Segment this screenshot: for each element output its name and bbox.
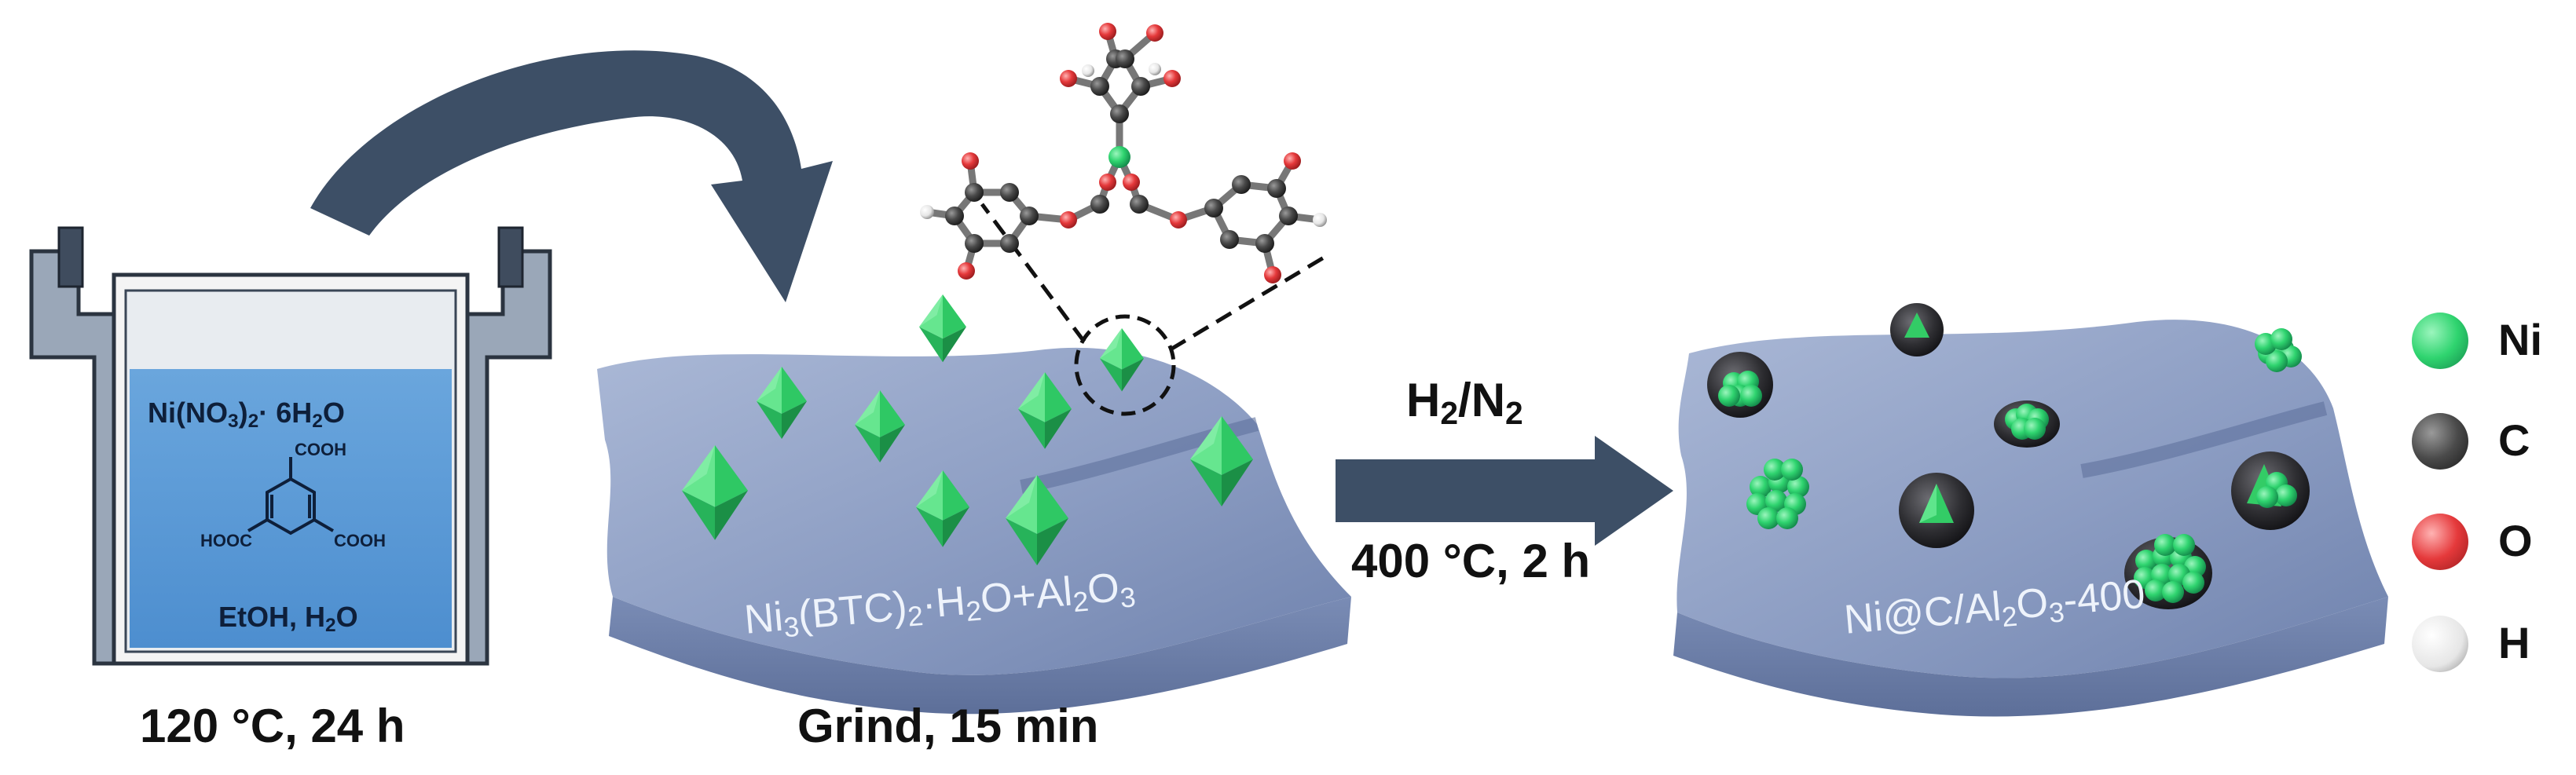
legend-c: C xyxy=(2404,407,2561,477)
autoclave xyxy=(29,226,552,666)
cooh-right: COOH xyxy=(334,531,386,550)
precursor-part-a: Ni xyxy=(742,594,786,643)
legend-ni: Ni xyxy=(2404,306,2561,377)
solvent-part: EtOH, H xyxy=(218,601,326,633)
grind-condition: Grind, 15 min xyxy=(797,699,1098,753)
metal-salt-sub2: 2 xyxy=(247,411,259,433)
transfer-arrow xyxy=(310,50,833,302)
precursor-part-b: (BTC) xyxy=(796,583,909,638)
pyrolysis-condition: 400 °C, 2 h xyxy=(1351,534,1590,588)
linker-cooh-right: COOH xyxy=(334,531,386,551)
metal-salt-tail: O xyxy=(322,397,345,429)
legend-ni-label: Ni xyxy=(2498,315,2542,364)
h-atom-icon xyxy=(2412,616,2468,672)
reactor-metal-salt: Ni(NO3)2· 6H2O xyxy=(148,397,345,433)
o-atom-icon xyxy=(2412,514,2468,570)
solvent-tail: O xyxy=(335,601,358,633)
legend-h-label: H xyxy=(2498,618,2530,667)
linker-cooh-top: COOH xyxy=(295,440,346,460)
molecule-model xyxy=(920,23,1327,283)
solvothermal-condition: 120 °C, 24 h xyxy=(140,699,405,753)
grind-text: Grind, 15 min xyxy=(797,700,1099,752)
condition-text: 120 °C, 24 h xyxy=(140,700,405,752)
reduction-arrow xyxy=(1336,436,1673,546)
cooh-top: COOH xyxy=(295,440,346,459)
zoom-indicator xyxy=(980,203,1329,416)
product-part-b: O xyxy=(2014,579,2050,628)
metal-salt-mid: ) xyxy=(238,397,248,429)
ni-atom-icon xyxy=(2412,313,2468,369)
btc-structure-icon xyxy=(247,457,335,536)
hooc-left: HOOC xyxy=(200,531,252,550)
core-shell-particles xyxy=(1707,303,2310,609)
legend-o-label: O xyxy=(2498,516,2533,565)
precursor-sub-e: 3 xyxy=(1119,582,1138,614)
metal-salt-end: · 6H xyxy=(258,397,313,429)
gas-sub1: 2 xyxy=(1440,395,1459,432)
legend-h: H xyxy=(2404,609,2561,680)
metal-salt-part: Ni(NO xyxy=(148,397,228,429)
pyrolysis-text: 400 °C, 2 h xyxy=(1351,535,1591,587)
precursor-part-c: ·H xyxy=(920,578,968,627)
legend-o: O xyxy=(2404,507,2561,578)
precursor-part-d: O+Al xyxy=(978,568,1075,623)
solvent-label: EtOH, H2O xyxy=(218,601,358,637)
product-support-plate xyxy=(1673,320,2388,717)
metal-salt-sub1: 3 xyxy=(228,411,239,433)
product-part-c: -400 xyxy=(2061,571,2147,624)
gas-part: H xyxy=(1406,374,1441,426)
legend-c-label: C xyxy=(2498,415,2530,465)
gas-sub2: 2 xyxy=(1505,395,1523,432)
metal-salt-sub3: 2 xyxy=(312,411,323,433)
gas-atmosphere: H2/N2 xyxy=(1406,373,1523,430)
solvent-sub: 2 xyxy=(325,615,336,637)
linker-hooc-left: HOOC xyxy=(200,531,252,551)
precursor-part-e: O xyxy=(1085,565,1122,613)
c-atom-icon xyxy=(2412,413,2468,470)
gas-mid: /N xyxy=(1458,374,1506,426)
